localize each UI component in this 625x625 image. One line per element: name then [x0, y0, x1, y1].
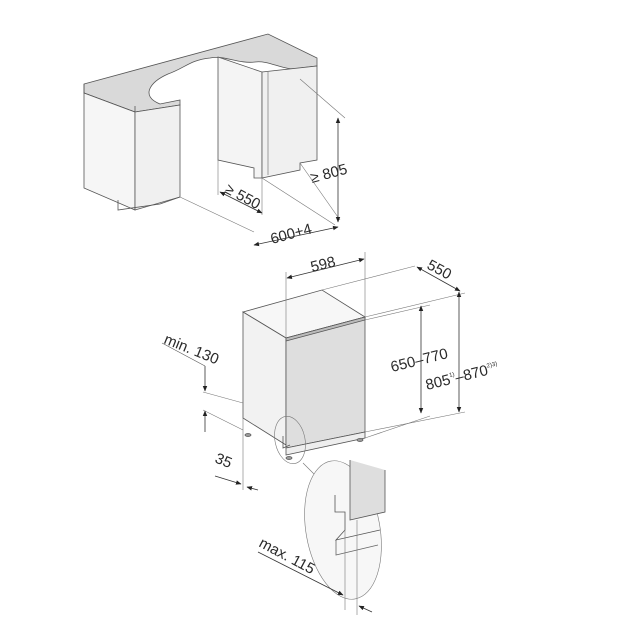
worktop: [83, 33, 318, 113]
label-plinth-height: min. 130: [162, 331, 222, 368]
label-door-height: 650–770: [389, 345, 450, 376]
appliance-dimensions: [161, 258, 462, 491]
dim-niche-width: [253, 225, 339, 247]
left-cabinet: [83, 92, 136, 211]
label-appliance-width: 598: [309, 253, 337, 276]
dim-plinth-offset-right: [246, 486, 259, 491]
niche-drawing: [83, 33, 346, 233]
label-niche-height: ≥ 805: [309, 161, 350, 187]
detail-circle-small: [274, 416, 306, 464]
dim-detail-depth: [257, 551, 344, 596]
right-cabinet: [217, 56, 263, 179]
dim-niche-depth: [219, 191, 263, 214]
label-niche-depth: ≥ 550: [222, 181, 263, 214]
detail-dimensions: [257, 551, 373, 613]
label-plinth-offset: 35: [213, 450, 235, 472]
appliance-drawing: [202, 252, 466, 490]
dim-appliance-depth: [416, 266, 461, 292]
niche-dimensions: [219, 117, 341, 247]
label-appliance-depth: 550: [424, 257, 454, 284]
dim-appliance-width: [286, 258, 365, 279]
detail-drawing: [302, 460, 386, 615]
label-niche-width: 600+4: [269, 221, 314, 248]
footnote-2-3: 2)3): [486, 361, 498, 369]
footnote-1: 1): [449, 372, 456, 379]
dim-plinth-offset-left: [214, 475, 242, 485]
